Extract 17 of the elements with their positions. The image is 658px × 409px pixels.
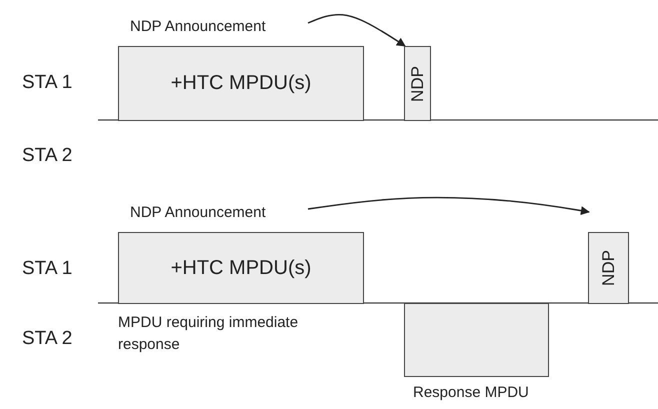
caption-text: MPDU requiring immediate response [118,313,300,355]
frame-heading: NDP Announcement [130,204,266,221]
station-label: STA 1 [22,72,72,94]
frame-label: +HTC MPDU(s) [170,72,312,95]
ndp-box [404,46,431,121]
arrow [308,196,590,216]
ndp-box [588,232,629,304]
frame-label: +HTC MPDU(s) [170,256,312,280]
station-label: STA 2 [22,145,72,167]
box-label: NDP [598,250,618,286]
frame-heading: NDP Announcement [130,18,266,35]
arrow [308,14,406,47]
station-label: STA 2 [22,328,72,350]
response-box [404,303,549,377]
box-label: NDP [408,66,428,102]
station-label: STA 1 [22,258,72,280]
caption-text: Response MPDU [413,383,530,403]
